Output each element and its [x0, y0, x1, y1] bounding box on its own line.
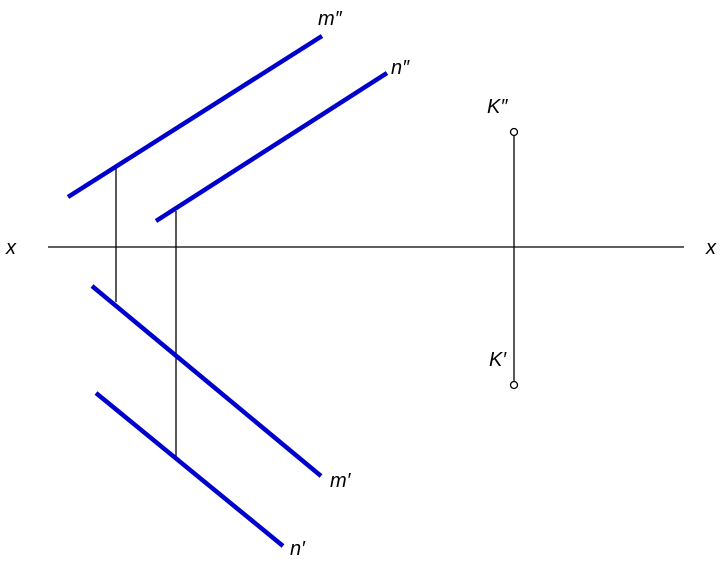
x-axis-label-right: x [705, 237, 717, 259]
label-n-horizontal: n′ [290, 538, 306, 560]
label-k-horizontal: K′ [489, 349, 507, 371]
label-m-frontal: m″ [318, 8, 343, 30]
line-m-frontal-projection [66, 34, 324, 199]
point-k-horizontal-marker [509, 380, 519, 390]
label-k-frontal: K″ [487, 96, 508, 118]
x-axis-label-left: x [5, 237, 17, 259]
point-k-frontal-marker [509, 127, 519, 137]
line-n-horizontal-projection [94, 391, 285, 548]
line-n-frontal-projection [154, 71, 389, 223]
label-m-horizontal: m′ [330, 470, 352, 492]
line-m-horizontal-projection [90, 284, 323, 478]
label-n-frontal: n″ [391, 57, 410, 79]
